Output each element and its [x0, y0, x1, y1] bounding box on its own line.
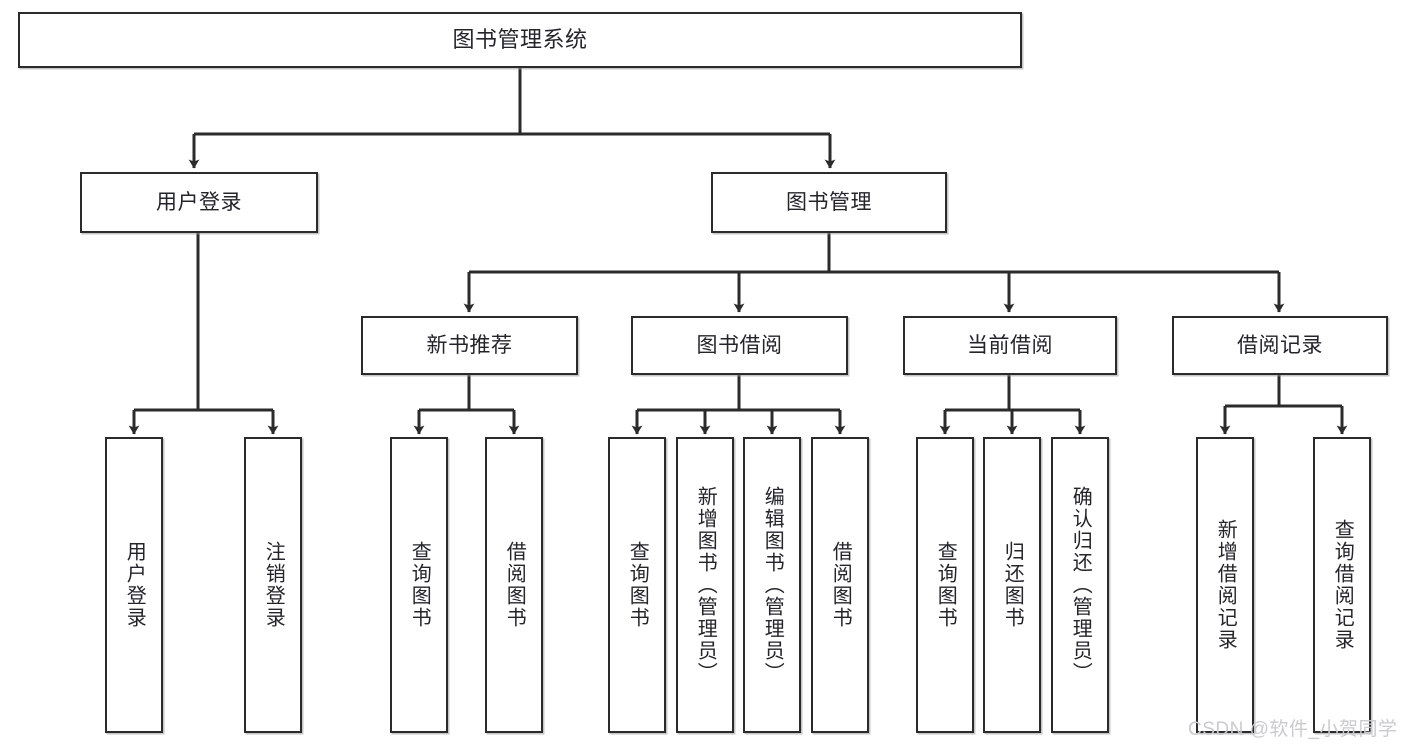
node-leaf-borrow-book-2-label: 借阅图书	[829, 541, 852, 629]
csdn-watermark: CSDN @软件_小贺同学	[1188, 719, 1398, 740]
node-leaf-query-book-1-label: 查询图书	[408, 541, 431, 629]
node-leaf-query-book-2[interactable]: 查询图书	[608, 437, 666, 733]
node-book-borrow[interactable]: 图书借阅	[631, 316, 848, 375]
node-new-book-recommend[interactable]: 新书推荐	[361, 316, 578, 375]
node-leaf-add-record-label: 新增借阅记录	[1214, 519, 1237, 651]
node-leaf-confirm-return[interactable]: 确认归还（管理员）	[1051, 437, 1109, 733]
node-leaf-query-record-label: 查询借阅记录	[1331, 519, 1354, 651]
node-borrow-record-label: 借阅记录	[1237, 333, 1323, 357]
node-leaf-add-book[interactable]: 新增图书（管理员）	[676, 437, 734, 733]
node-leaf-borrow-book-1[interactable]: 借阅图书	[485, 437, 543, 733]
node-leaf-confirm-return-label: 确认归还（管理员）	[1069, 486, 1092, 684]
node-leaf-query-book-3-label: 查询图书	[934, 541, 957, 629]
node-leaf-borrow-book-2[interactable]: 借阅图书	[811, 437, 869, 733]
node-leaf-query-record[interactable]: 查询借阅记录	[1313, 437, 1371, 733]
node-leaf-logout-login-label: 注销登录	[262, 541, 285, 629]
node-borrow-record[interactable]: 借阅记录	[1172, 316, 1388, 375]
node-user-login[interactable]: 用户登录	[80, 172, 318, 233]
node-leaf-edit-book-label: 编辑图书（管理员）	[761, 486, 784, 684]
node-leaf-borrow-book-1-label: 借阅图书	[503, 541, 526, 629]
node-book-manage[interactable]: 图书管理	[711, 172, 947, 233]
node-leaf-edit-book[interactable]: 编辑图书（管理员）	[743, 437, 801, 733]
node-user-login-label: 用户登录	[156, 190, 242, 214]
node-book-manage-label: 图书管理	[786, 190, 872, 214]
node-root-system[interactable]: 图书管理系统	[18, 12, 1022, 68]
node-leaf-query-book-3[interactable]: 查询图书	[916, 437, 974, 733]
node-book-borrow-label: 图书借阅	[696, 333, 783, 357]
node-current-borrow[interactable]: 当前借阅	[903, 316, 1117, 375]
node-leaf-return-book-label: 归还图书	[1001, 541, 1024, 629]
node-leaf-query-book-2-label: 查询图书	[626, 541, 649, 629]
node-root-system-label: 图书管理系统	[452, 26, 588, 52]
node-leaf-add-record[interactable]: 新增借阅记录	[1196, 437, 1254, 733]
node-leaf-query-book-1[interactable]: 查询图书	[390, 437, 448, 733]
node-leaf-add-book-label: 新增图书（管理员）	[694, 486, 717, 684]
node-current-borrow-label: 当前借阅	[967, 333, 1053, 357]
node-new-book-recommend-label: 新书推荐	[426, 333, 513, 357]
node-leaf-user-login[interactable]: 用户登录	[105, 437, 163, 733]
node-leaf-logout-login[interactable]: 注销登录	[244, 437, 302, 733]
node-leaf-user-login-label: 用户登录	[123, 541, 146, 629]
node-leaf-return-book[interactable]: 归还图书	[983, 437, 1041, 733]
